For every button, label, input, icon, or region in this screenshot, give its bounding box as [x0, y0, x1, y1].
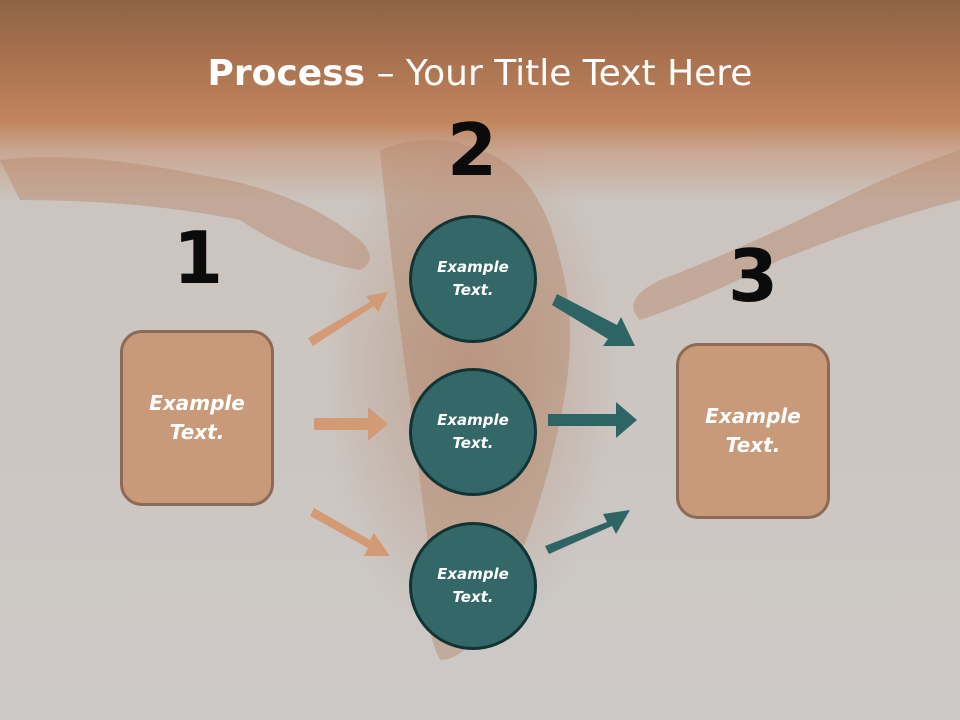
- circle-3: Example Text.: [409, 522, 537, 650]
- circle-2: Example Text.: [409, 368, 537, 496]
- circle-1: Example Text.: [409, 215, 537, 343]
- step-1-box: Example Text.: [120, 330, 274, 506]
- circle-1-text: Example Text.: [437, 258, 509, 299]
- step-number-1: 1: [172, 216, 224, 300]
- circle-2-text: Example Text.: [437, 411, 509, 452]
- title-bold: Process: [207, 53, 366, 94]
- step-3-box: Example Text.: [676, 343, 830, 519]
- arrow-1-to-circle-2: [314, 407, 388, 441]
- arrow-1-to-circle-1: [308, 292, 388, 346]
- arrow-1-to-circle-3: [310, 508, 390, 556]
- arrow-circle-1-to-3: [552, 294, 635, 346]
- step-number-3: 3: [727, 234, 779, 318]
- circle-3-text: Example Text.: [437, 565, 509, 606]
- step-number-2: 2: [446, 108, 498, 192]
- arrow-circle-3-to-3: [545, 510, 630, 554]
- step-3-text: Example Text.: [705, 404, 801, 457]
- title-rest: Your Title Text Here: [405, 53, 753, 94]
- step-1-text: Example Text.: [149, 391, 245, 444]
- slide-title: Process – Your Title Text Here: [0, 52, 960, 96]
- arrow-circle-2-to-3: [548, 402, 637, 438]
- title-separator: –: [365, 53, 406, 94]
